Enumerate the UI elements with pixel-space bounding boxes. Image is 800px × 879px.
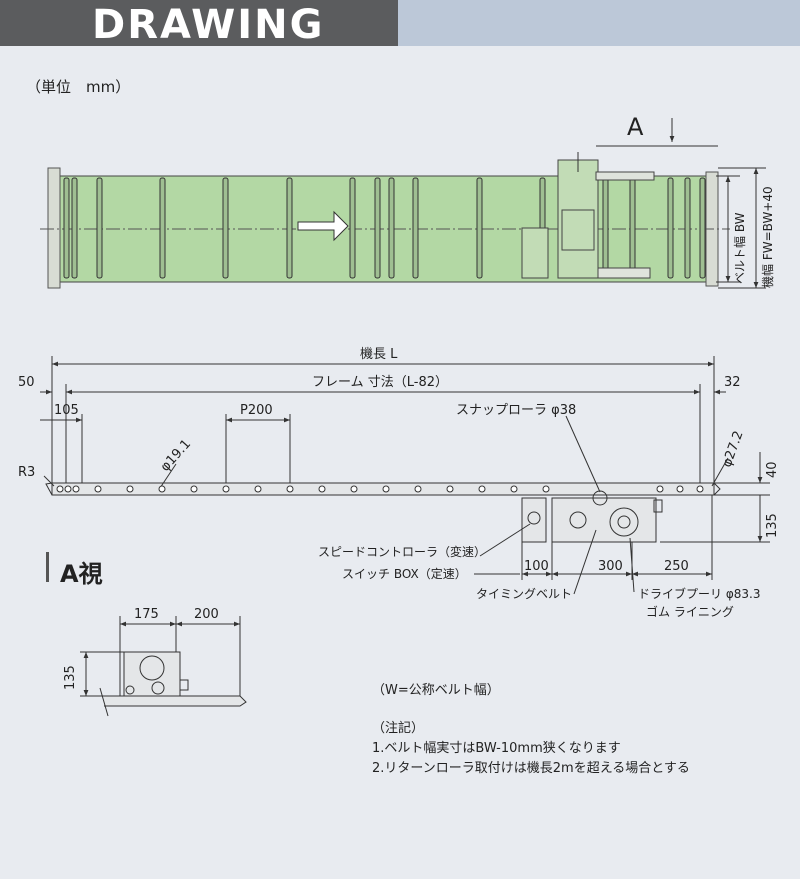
a-view-title: A視 <box>60 560 103 588</box>
header-title: DRAWING <box>92 2 325 48</box>
height-40-label: 40 <box>765 461 780 478</box>
height-135-label: 135 <box>765 513 780 538</box>
frame-dim-label: フレーム 寸法（L-82） <box>312 375 448 390</box>
drive-pulley-label: ドライブプーリ φ83.3 <box>638 586 760 601</box>
timing-belt-label: タイミングベルト <box>476 587 572 601</box>
header-dark-panel <box>0 0 398 46</box>
left-offset-label: 50 <box>18 375 35 390</box>
header-light-panel <box>398 0 800 46</box>
unit-label: （単位 mm） <box>26 78 130 96</box>
first-pitch-label: 105 <box>54 403 79 418</box>
a-view-drawing <box>46 552 247 717</box>
snap-roller-label: スナップローラ φ38 <box>456 403 576 418</box>
frame-bolts <box>56 485 704 493</box>
note-1: 1.ベルト幅実寸はBW-10mm狭くなります <box>372 740 621 756</box>
dim-250-label: 250 <box>664 559 689 574</box>
roller-dia-label: φ19.1 <box>158 437 194 475</box>
notes-heading: （注記） <box>372 720 424 736</box>
header-bar: DRAWING <box>0 0 800 48</box>
top-view <box>40 118 766 289</box>
dim-300-label: 300 <box>598 559 623 574</box>
view-marker-a: A <box>627 113 644 141</box>
radius-label: R3 <box>18 465 35 480</box>
end-dia-label: φ27.2 <box>720 429 747 469</box>
note-2: 2.リターンローラ取付けは機長2mを超える場合とする <box>372 761 690 776</box>
a-view-dim-200: 200 <box>194 607 219 622</box>
length-label: 機長 L <box>360 347 398 362</box>
right-offset-label: 32 <box>724 375 741 390</box>
rubber-lining-label: ゴム ライニング <box>646 604 734 619</box>
belt-width-label: ベルト幅 BW <box>732 212 747 284</box>
speed-controller-label: スピードコントローラ（変速） <box>318 544 486 559</box>
a-view-dim-175: 175 <box>134 607 159 622</box>
a-view-dim-135: 135 <box>63 665 78 690</box>
frame-width-label: 機幅 FW=BW+40 <box>760 186 775 288</box>
dim-100-label: 100 <box>524 559 549 574</box>
pitch-label: P200 <box>240 403 273 418</box>
w-note: （W=公称ベルト幅） <box>372 683 500 698</box>
switch-box-label: スイッチ BOX（定速） <box>342 566 467 581</box>
